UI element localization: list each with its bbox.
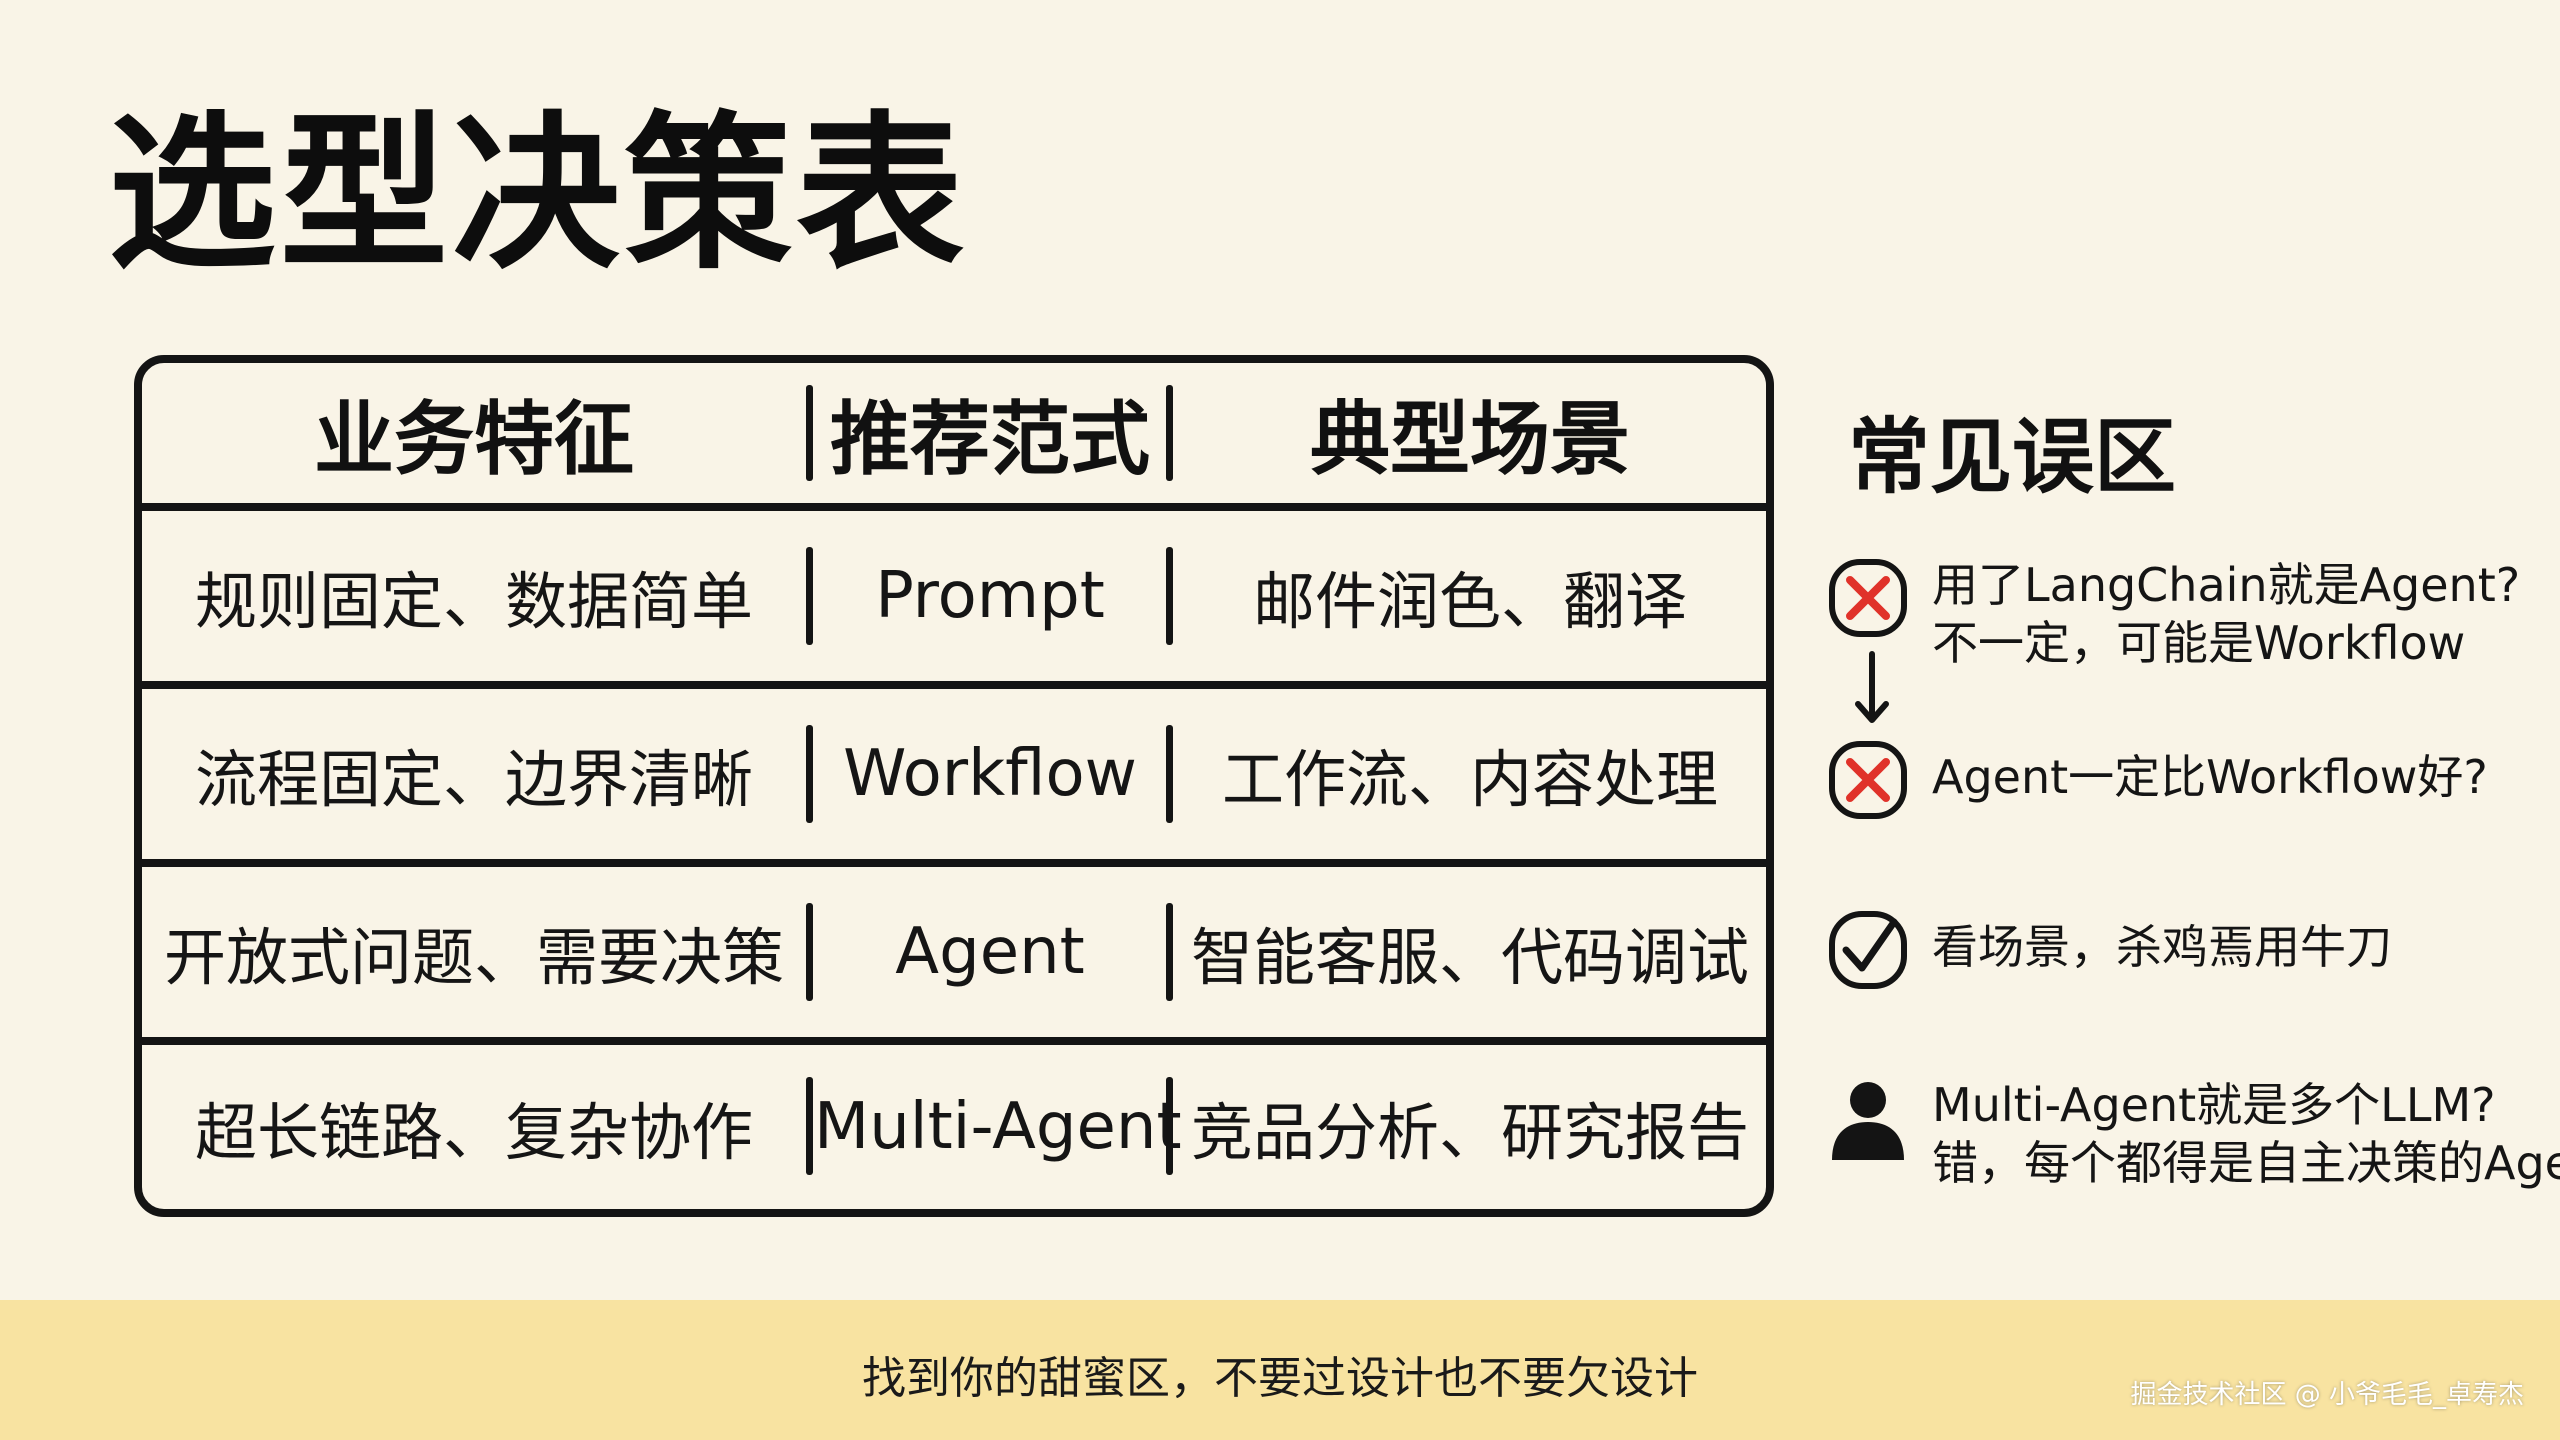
table-divider: [142, 503, 1766, 511]
table-cell-paradigm: Workflow: [843, 737, 1137, 811]
table-divider: [142, 859, 1766, 867]
table-cell-scenario: 邮件润色、翻译: [1252, 565, 1687, 638]
person-icon: [1832, 1082, 1904, 1160]
column-separator: [806, 725, 813, 823]
table-cell-paradigm: Agent: [895, 915, 1085, 989]
table-cell-feature: 规则固定、数据简单: [194, 565, 753, 638]
header-business-feature: 业务特征: [314, 393, 634, 486]
misconception-question: Agent一定比Workflow好?: [1932, 750, 2488, 804]
table-cell-feature: 开放式问题、需要决策: [163, 921, 784, 994]
table-row: 流程固定、边界清晰 Workflow 工作流、内容处理: [142, 689, 1766, 859]
table-cell-feature: 超长链路、复杂协作: [194, 1096, 753, 1169]
table-header-row: 业务特征 推荐范式 典型场景: [142, 363, 1766, 503]
check-icon: [1829, 911, 1907, 989]
misconception-question: Multi-Agent就是多个LLM?: [1932, 1078, 2496, 1132]
decision-table: 业务特征 推荐范式 典型场景 规则固定、数据简单 Prompt 邮件润色、翻译 …: [134, 355, 1774, 1217]
misconception-item: 用了LangChain就是Agent? 不一定，可能是Workflow: [1826, 556, 2520, 672]
table-row: 开放式问题、需要决策 Agent 智能客服、代码调试: [142, 867, 1766, 1037]
guideline-item: 看场景，杀鸡焉用牛刀: [1826, 908, 2392, 992]
header-typical-scenario: 典型场景: [1310, 393, 1630, 486]
footer-band: [0, 1300, 2560, 1440]
cross-icon: [1829, 559, 1907, 637]
misconception-question: 用了LangChain就是Agent?: [1932, 558, 2521, 612]
misconceptions-title: 常见误区: [1848, 410, 2177, 505]
guideline-text: 看场景，杀鸡焉用牛刀: [1932, 920, 2392, 974]
column-separator: [806, 547, 813, 645]
table-cell-feature: 流程固定、边界清晰: [194, 743, 753, 816]
footer-caption: 找到你的甜蜜区，不要过设计也不要欠设计: [862, 1353, 1698, 1404]
column-separator: [806, 1077, 813, 1175]
table-cell-paradigm: Prompt: [875, 559, 1105, 633]
arrow-down-icon: [1855, 651, 1889, 723]
misconception-item: Multi-Agent就是多个LLM? 错，每个都得是自主决策的Agent: [1826, 1076, 2560, 1192]
misconception-answer: 不一定，可能是Workflow: [1932, 616, 2466, 670]
column-separator: [1166, 725, 1173, 823]
table-row: 超长链路、复杂协作 Multi-Agent 竞品分析、研究报告: [142, 1045, 1766, 1209]
watermark: 掘金技术社区 @ 小爷毛毛_卓寿杰: [2130, 1380, 2524, 1410]
table-cell-scenario: 智能客服、代码调试: [1190, 921, 1749, 994]
column-separator: [1166, 903, 1173, 1001]
header-recommended-paradigm: 推荐范式: [830, 393, 1150, 486]
table-cell-scenario: 竞品分析、研究报告: [1190, 1096, 1749, 1169]
misconception-answer: 错，每个都得是自主决策的Agent: [1932, 1136, 2560, 1190]
column-separator: [806, 385, 813, 481]
table-divider: [142, 1037, 1766, 1045]
table-divider: [142, 681, 1766, 689]
table-row: 规则固定、数据简单 Prompt 邮件润色、翻译: [142, 511, 1766, 681]
table-cell-paradigm: Multi-Agent: [814, 1090, 1182, 1164]
table-cell-scenario: 工作流、内容处理: [1221, 743, 1718, 816]
column-separator: [806, 903, 813, 1001]
cross-icon: [1829, 741, 1907, 819]
page-title: 选型决策表: [108, 96, 968, 292]
column-separator: [1166, 1077, 1173, 1175]
column-separator: [1166, 385, 1173, 481]
column-separator: [1166, 547, 1173, 645]
misconception-item: Agent一定比Workflow好?: [1826, 738, 2488, 822]
